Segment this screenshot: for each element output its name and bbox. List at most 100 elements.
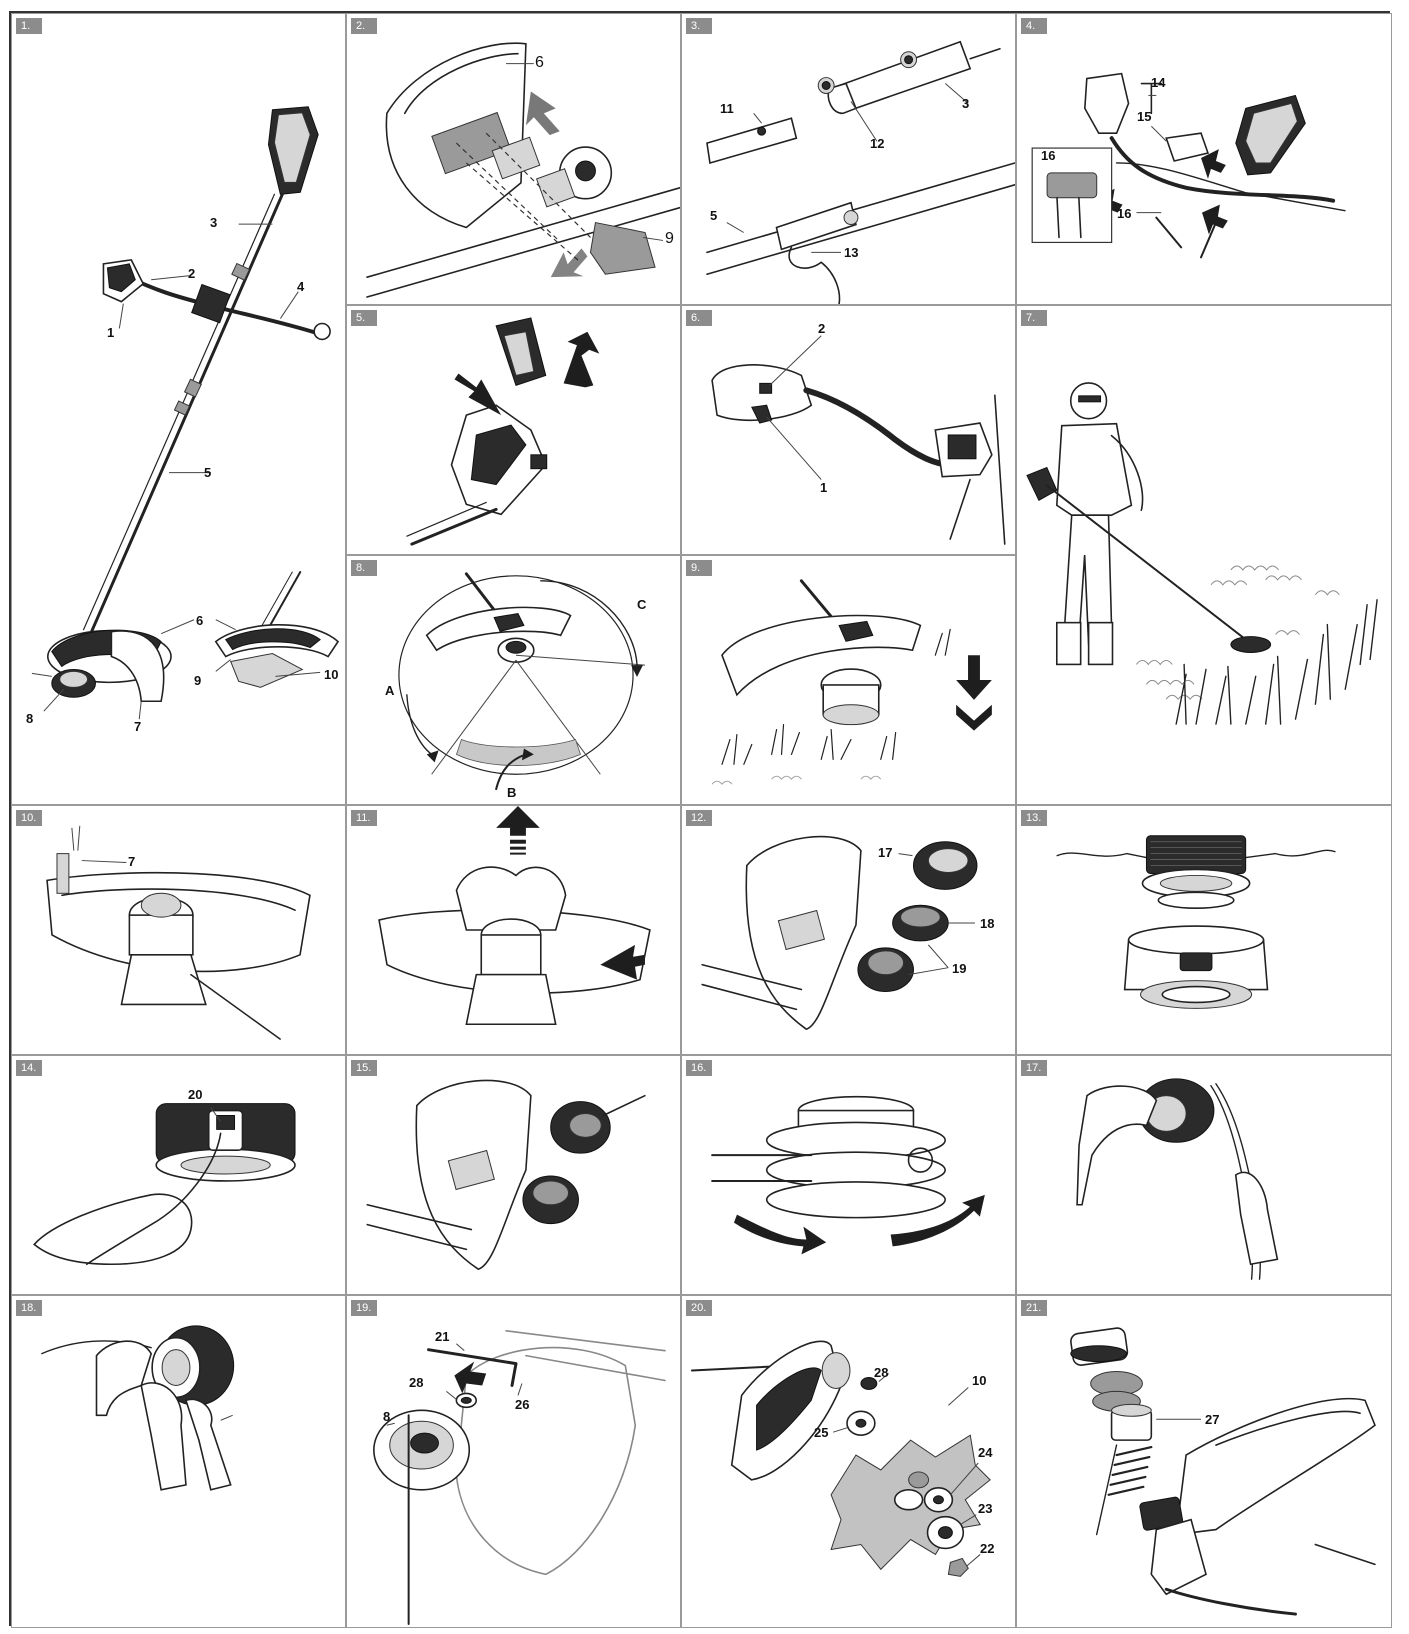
callout-label: 2	[818, 321, 826, 336]
cutting-direction-illustration	[398, 572, 645, 791]
callout-label: 28	[874, 1365, 889, 1380]
callout-label: 8	[383, 1409, 391, 1424]
instruction-sheet: 1.	[9, 11, 1392, 1628]
panel-2: 2. 6 9	[346, 13, 681, 305]
callout-label: 10	[972, 1373, 987, 1388]
panel-13: 13.	[1016, 805, 1392, 1055]
line-locking-illustration	[41, 1325, 235, 1491]
panel-9: 9.	[681, 555, 1016, 805]
panel-number: 3.	[686, 18, 712, 34]
callout-label: 22	[980, 1541, 995, 1556]
battery-insert-illustration	[406, 317, 600, 546]
callout-label: 3	[210, 215, 218, 230]
callout-label: 13	[844, 245, 859, 260]
callout-label: 15	[1137, 109, 1152, 124]
callout-label: 4	[297, 279, 305, 294]
guard-mounting-illustration	[366, 42, 680, 298]
panel-number: 8.	[351, 560, 377, 576]
callout-label: 2	[188, 266, 196, 281]
callout-label: 27	[1205, 1412, 1220, 1427]
callout-label: 28	[409, 1375, 424, 1390]
callout-label: 18	[980, 916, 995, 931]
panel-17: 17.	[1016, 1055, 1392, 1295]
spool-parts-illustration	[701, 835, 978, 1031]
callout-label: 7	[134, 719, 142, 734]
callout-label: 7	[128, 854, 136, 869]
callout-label: B	[507, 785, 517, 800]
panel-number: 1.	[16, 18, 42, 34]
spool-assembly-exploded-illustration	[1070, 1327, 1376, 1616]
callout-label: A	[385, 683, 395, 698]
callout-label: 26	[515, 1397, 530, 1412]
panel-18: 18.	[11, 1295, 346, 1628]
callout-label: 11	[720, 101, 734, 116]
callout-label: 5	[204, 465, 212, 480]
callout-label: 12	[870, 136, 885, 151]
spool-reinstall-illustration	[366, 1079, 646, 1271]
panel-15: 15.	[346, 1055, 681, 1295]
callout-label: 9	[194, 673, 202, 688]
panel-8: 8. C A B	[346, 555, 681, 805]
panel-12: 12. 17 18 19	[681, 805, 1016, 1055]
spool-removal-illustration	[378, 806, 651, 1026]
callout-label: 6	[535, 54, 544, 71]
panel-number: 5.	[351, 310, 377, 326]
panel-number: 21.	[1021, 1300, 1047, 1316]
panel-6: 6. 2 1	[681, 305, 1016, 555]
switch-handle-illustration	[711, 335, 1006, 545]
callout-label: 16	[1041, 148, 1056, 163]
trimmer-overview-illustration	[31, 106, 340, 720]
callout-label: 19	[952, 961, 967, 976]
panel-number: 4.	[1021, 18, 1047, 34]
panel-number: 2.	[351, 18, 377, 34]
panel-number: 16.	[686, 1060, 712, 1076]
callout-label: 14	[1151, 75, 1166, 90]
callout-label: 21	[435, 1329, 450, 1344]
callout-label: 9	[665, 230, 674, 247]
panel-number: 17.	[1021, 1060, 1047, 1076]
blade-change-illustration	[373, 1329, 666, 1626]
panel-7: 7.	[1016, 305, 1392, 805]
panel-4: 4. 14 15 16 16	[1016, 13, 1392, 305]
spool-winding-direction-illustration	[711, 1095, 985, 1255]
line-winding-illustration	[1076, 1078, 1279, 1280]
callout-label: 1	[820, 480, 828, 495]
blade-parts-illustration	[690, 1340, 991, 1577]
line-cutter-illustration	[46, 825, 311, 1040]
panel-number: 20.	[686, 1300, 712, 1316]
callout-label: 23	[978, 1501, 993, 1516]
callout-label: 10	[324, 667, 339, 682]
panel-16: 16.	[681, 1055, 1016, 1295]
panel-21: 21. 27	[1016, 1295, 1392, 1628]
panel-number: 19.	[351, 1300, 377, 1316]
panel-number: 12.	[686, 810, 712, 826]
callout-label: 6	[196, 613, 204, 628]
panel-number: 14.	[16, 1060, 42, 1076]
cutting-height-illustration	[711, 579, 992, 785]
panel-14: 14. 20	[11, 1055, 346, 1295]
shaft-assembly-illustration	[706, 40, 1015, 304]
panel-3: 3. 11 12 3 5 13	[681, 13, 1016, 305]
callout-label: 17	[878, 845, 893, 860]
panel-number: 11.	[351, 810, 377, 826]
callout-label: 16	[1117, 206, 1132, 221]
operator-usage-illustration	[1026, 382, 1378, 725]
panel-20: 20. 28 10 25 24 23	[681, 1295, 1016, 1628]
panel-number: 10.	[16, 810, 42, 826]
callout-label: 25	[814, 1425, 829, 1440]
panel-number: 6.	[686, 310, 712, 326]
panel-number: 9.	[686, 560, 712, 576]
panel-1: 1.	[11, 13, 346, 805]
callout-label: 3	[962, 96, 970, 111]
panel-number: 18.	[16, 1300, 42, 1316]
panel-5: 5.	[346, 305, 681, 555]
callout-label: 1	[107, 325, 115, 340]
callout-label: 5	[710, 208, 718, 223]
line-threading-illustration	[33, 1103, 296, 1266]
panel-number: 15.	[351, 1060, 377, 1076]
callout-label: 20	[188, 1087, 203, 1102]
panel-10: 10. 7	[11, 805, 346, 1055]
panel-19: 19. 21 28 26 8	[346, 1295, 681, 1628]
panel-number: 7.	[1021, 310, 1047, 326]
callout-label: 8	[26, 711, 34, 726]
